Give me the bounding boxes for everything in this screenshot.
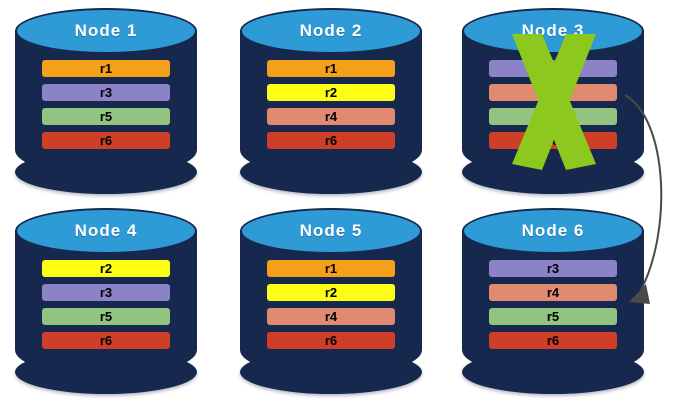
record-item: r5 <box>42 108 170 125</box>
record-item: r6 <box>267 132 395 149</box>
record-item: r6 <box>489 332 617 349</box>
record-item: r4 <box>489 284 617 301</box>
record-item: r3 <box>42 284 170 301</box>
record-item: r6 <box>42 132 170 149</box>
node-2[interactable]: r1 r2 r4 r6 Node 2 <box>240 8 422 198</box>
node-label: Node 6 <box>521 221 585 240</box>
record-item: r5 <box>489 108 617 125</box>
record-item: r1 <box>267 60 395 77</box>
node-label: Node 4 <box>74 221 138 240</box>
cylinder-top <box>240 208 422 254</box>
cylinder-body <box>15 230 197 376</box>
record-item: r2 <box>267 84 395 101</box>
node-4[interactable]: r2 r3 r5 r6 Node 4 <box>15 208 197 398</box>
node-1[interactable]: r1 r3 r5 r6 Node 1 <box>15 8 197 198</box>
record-list: r1 r3 r5 r6 <box>15 60 197 149</box>
cylinder-body <box>15 30 197 176</box>
cylinder-body <box>240 30 422 176</box>
record-item: r6 <box>489 132 617 149</box>
record-item: r1 <box>42 60 170 77</box>
record-item: r3 <box>42 84 170 101</box>
record-item: r3 <box>489 260 617 277</box>
record-list: r3 r4 r5 r6 <box>462 260 644 349</box>
cylinder-top <box>15 8 197 54</box>
record-item: r1 <box>267 260 395 277</box>
cylinder-top <box>15 208 197 254</box>
record-item: r2 <box>267 284 395 301</box>
record-item: r4 <box>267 308 395 325</box>
record-item: r2 <box>42 260 170 277</box>
cylinder-body <box>462 230 644 376</box>
node-5[interactable]: r1 r2 r4 r6 Node 5 <box>240 208 422 398</box>
record-item: r5 <box>42 308 170 325</box>
record-item: r4 <box>489 84 617 101</box>
record-item: r3 <box>489 60 617 77</box>
record-list: r1 r2 r4 r6 <box>240 60 422 149</box>
record-list: r2 r3 r5 r6 <box>15 260 197 349</box>
node-label: Node 2 <box>299 21 363 40</box>
node-6[interactable]: r3 r4 r5 r6 Node 6 <box>462 208 644 398</box>
record-list: r1 r2 r4 r6 <box>240 260 422 349</box>
node-label: Node 1 <box>74 21 138 40</box>
cylinder-body <box>240 230 422 376</box>
record-item: r4 <box>267 108 395 125</box>
cylinder-top <box>240 8 422 54</box>
record-item: r5 <box>489 308 617 325</box>
node-label: Node 5 <box>299 221 363 240</box>
node-label: Node 3 <box>521 21 585 40</box>
record-item: r6 <box>42 332 170 349</box>
record-item: r6 <box>267 332 395 349</box>
node-3[interactable]: r3 r4 r5 r6 Node 3 <box>462 8 644 198</box>
record-list: r3 r4 r5 r6 <box>462 60 644 149</box>
